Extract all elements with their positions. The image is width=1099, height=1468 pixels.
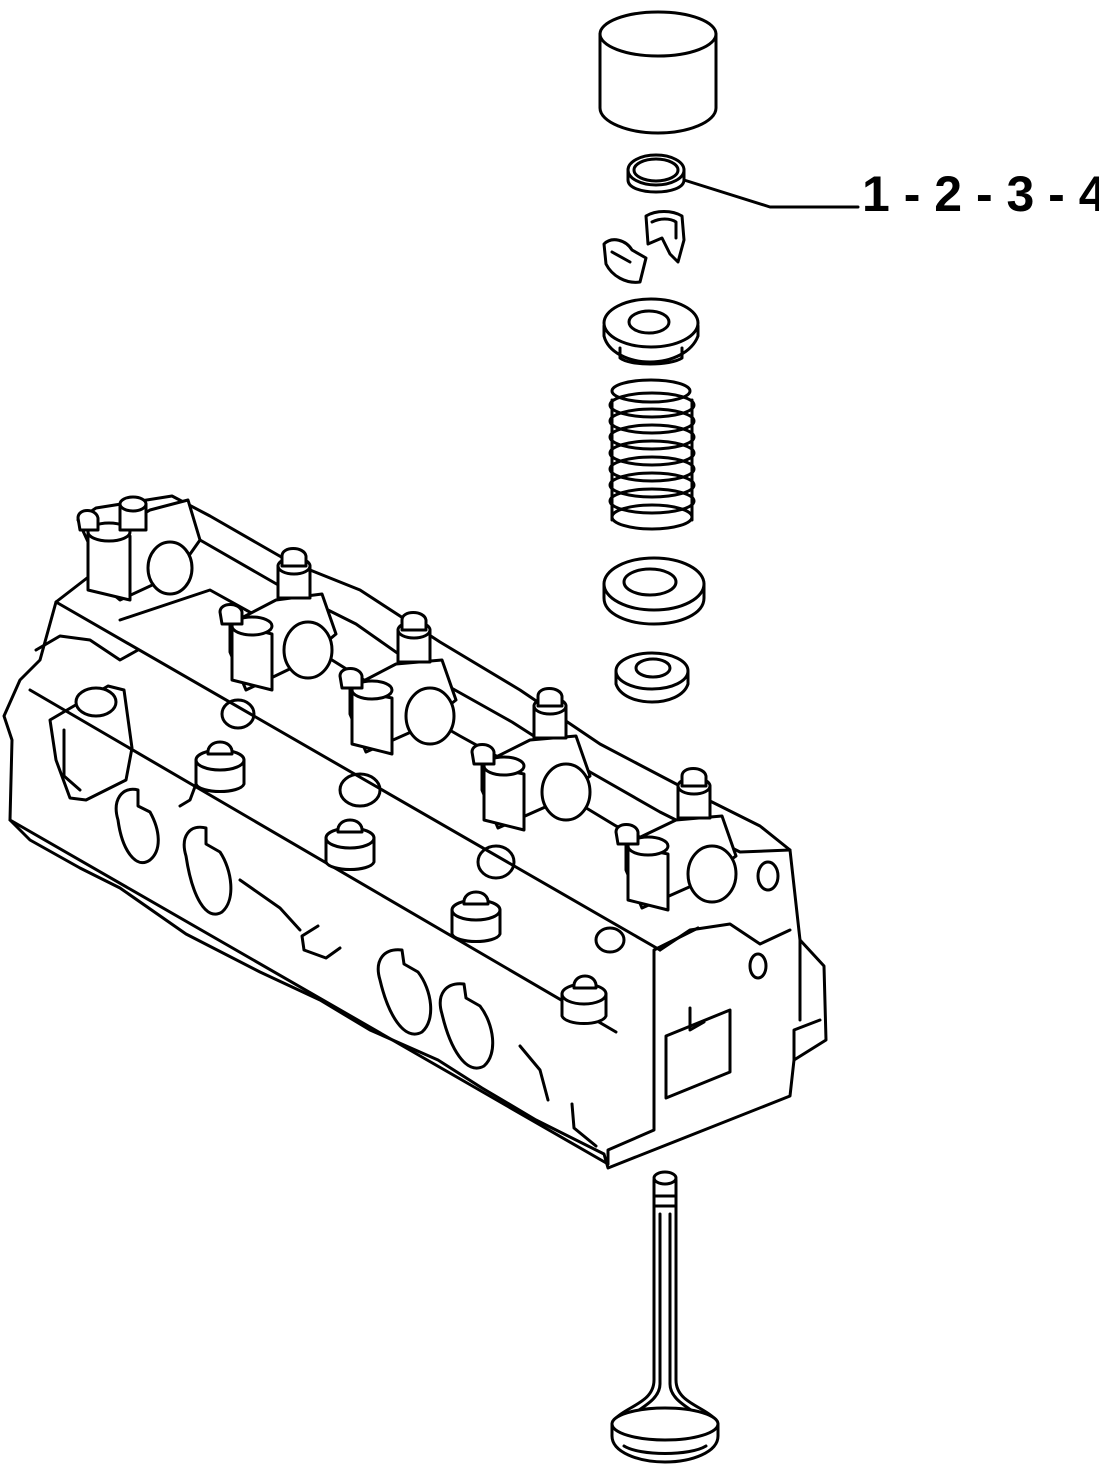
callout-leader-line <box>682 178 860 209</box>
cylinder-head <box>2 494 828 1170</box>
engine-valve <box>610 1170 720 1464</box>
valve-stem-seal <box>614 651 690 704</box>
part-number-callout: 1 - 2 - 3 - 4 <box>862 166 1099 222</box>
valve-spring <box>608 378 696 531</box>
spring-seat <box>602 556 706 626</box>
valve-shim <box>626 153 686 194</box>
spark-plug-towers <box>178 740 608 1025</box>
valve-collets <box>602 210 686 284</box>
spring-retainer <box>602 297 700 366</box>
valve-tappet <box>598 10 718 135</box>
camshaft-bearing-caps <box>76 495 738 912</box>
